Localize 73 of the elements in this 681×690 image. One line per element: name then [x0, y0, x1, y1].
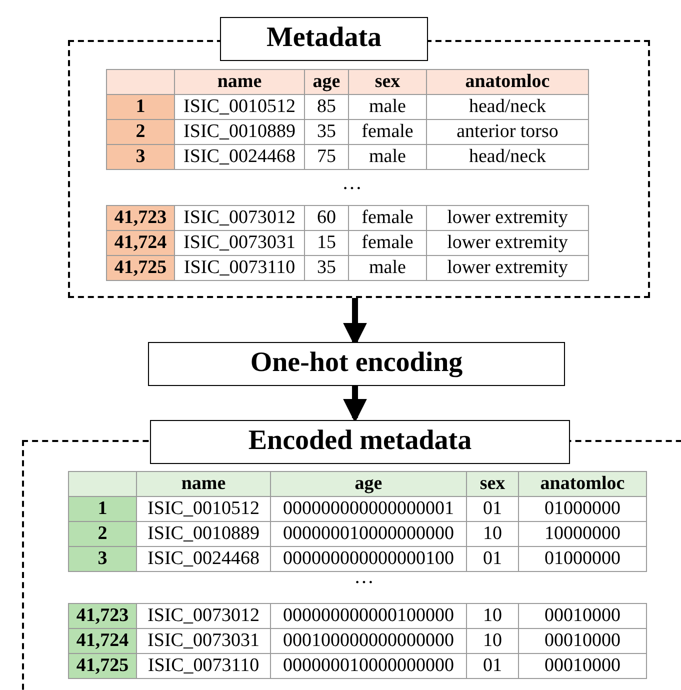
section-title: Metadata: [220, 17, 428, 61]
table-cell: ISIC_0010512: [174, 94, 304, 120]
section-title: Encoded metadata: [150, 420, 570, 464]
ellipsis: …: [342, 172, 362, 195]
table-cell: ISIC_0024468: [136, 546, 270, 572]
row-number: 41,724: [68, 628, 136, 654]
table-cell: 85: [304, 94, 348, 120]
row-number: 3: [106, 144, 174, 170]
table-cell: 000000000000100000: [270, 604, 466, 628]
column-header: name: [174, 70, 304, 94]
table-cell: ISIC_0010512: [136, 496, 270, 522]
table-cell: 10000000: [518, 522, 646, 546]
column-header: sex: [466, 472, 518, 496]
row-number: 1: [106, 94, 174, 120]
table-cell: ISIC_0073031: [136, 628, 270, 654]
table-cell: 75: [304, 144, 348, 170]
table-cell: anterior torso: [426, 120, 588, 144]
table-cell: ISIC_0073012: [136, 604, 270, 628]
table-cell: 10: [466, 604, 518, 628]
table-cell: lower extremity: [426, 230, 588, 256]
row-number: 2: [68, 522, 136, 546]
table-cell: 01: [466, 496, 518, 522]
row-number: 41,723: [68, 604, 136, 628]
table-cell: female: [348, 230, 426, 256]
table-cell: ISIC_0073110: [174, 256, 304, 280]
row-number: 3: [68, 546, 136, 572]
column-header: age: [270, 472, 466, 496]
table-cell: ISIC_0024468: [174, 144, 304, 170]
row-number: 41,724: [106, 230, 174, 256]
table-cell: ISIC_0073031: [174, 230, 304, 256]
table-cell: male: [348, 144, 426, 170]
table-cell: female: [348, 206, 426, 230]
table-cell: 01: [466, 546, 518, 572]
table-cell: 000100000000000000: [270, 628, 466, 654]
table-cell: female: [348, 120, 426, 144]
table-cell: 01: [466, 654, 518, 678]
table-cell: ISIC_0010889: [174, 120, 304, 144]
table-cell: 35: [304, 256, 348, 280]
table-cell: 00010000: [518, 628, 646, 654]
table-cell: 000000000000000001: [270, 496, 466, 522]
row-number: 2: [106, 120, 174, 144]
row-number: 1: [68, 496, 136, 522]
table-cell: 000000000000000100: [270, 546, 466, 572]
table-cell: male: [348, 256, 426, 280]
table-cell: ISIC_0073110: [136, 654, 270, 678]
table-cell: 01000000: [518, 546, 646, 572]
table-cell: head/neck: [426, 94, 588, 120]
table-cell: 10: [466, 522, 518, 546]
table-cell: 15: [304, 230, 348, 256]
table-cell: 000000010000000000: [270, 522, 466, 546]
table-cell: lower extremity: [426, 256, 588, 280]
process-box: One-hot encoding: [148, 342, 565, 386]
arrow: [343, 386, 367, 423]
table-cell: 00010000: [518, 604, 646, 628]
table-cell: lower extremity: [426, 206, 588, 230]
table-cell: head/neck: [426, 144, 588, 170]
table-cell: 00010000: [518, 654, 646, 678]
row-number: 41,725: [68, 654, 136, 678]
row-number: 41,725: [106, 256, 174, 280]
table-cell: ISIC_0010889: [136, 522, 270, 546]
table-cell: 000000010000000000: [270, 654, 466, 678]
column-header: name: [136, 472, 270, 496]
table-cell: 60: [304, 206, 348, 230]
column-header: age: [304, 70, 348, 94]
column-header: sex: [348, 70, 426, 94]
table-cell: ISIC_0073012: [174, 206, 304, 230]
row-number: 41,723: [106, 206, 174, 230]
column-header: anatomloc: [518, 472, 646, 496]
table-cell: 35: [304, 120, 348, 144]
column-header: anatomloc: [426, 70, 588, 94]
table-cell: 01000000: [518, 496, 646, 522]
table-cell: 10: [466, 628, 518, 654]
table-cell: male: [348, 94, 426, 120]
